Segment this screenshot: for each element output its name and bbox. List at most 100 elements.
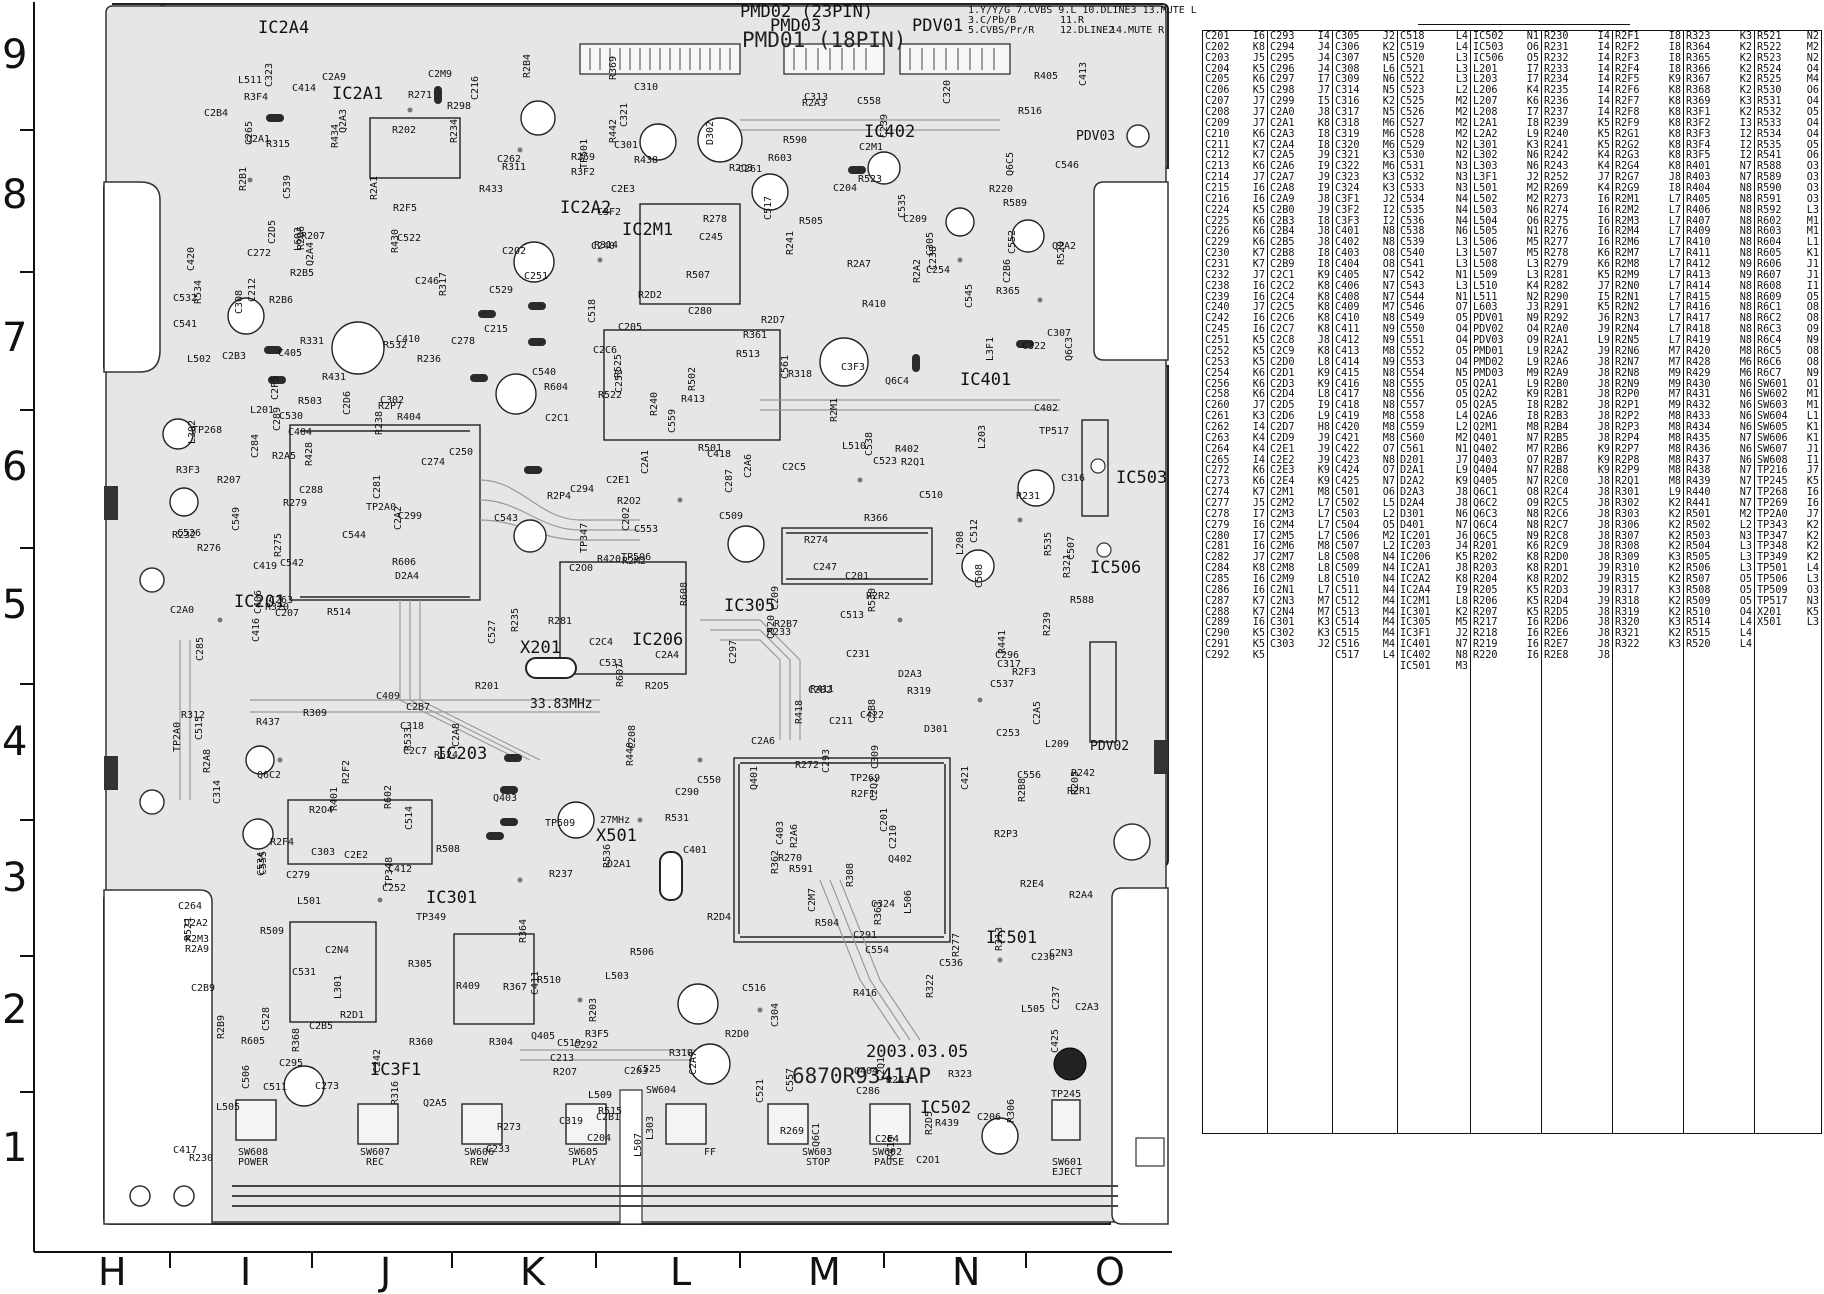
grid-location: K6 bbox=[1252, 226, 1265, 238]
component-ref: R429 bbox=[1686, 367, 1711, 379]
component-ref: R2G4 bbox=[1615, 161, 1640, 173]
grid-location: K1 bbox=[1806, 248, 1819, 260]
component-designator: C231 bbox=[846, 649, 871, 660]
grid-location: K5 bbox=[1252, 63, 1265, 75]
component-designator: C537 bbox=[990, 679, 1015, 690]
component-designator: C290 bbox=[675, 787, 700, 798]
component-ref: R410 bbox=[1686, 237, 1711, 249]
switch-ref: SW608 bbox=[238, 1147, 269, 1158]
grid-location: O8 bbox=[1382, 248, 1395, 260]
grid-location: K2 bbox=[1739, 41, 1752, 53]
component-ref: R2B0 bbox=[1544, 378, 1569, 390]
component-ref: C528 bbox=[1400, 128, 1425, 140]
grid-location: O5 bbox=[1455, 345, 1468, 357]
component-ref: C512 bbox=[1335, 595, 1360, 607]
component-ref: C303 bbox=[1270, 639, 1295, 651]
grid-location: L4 bbox=[1455, 31, 1468, 42]
column-label: L bbox=[670, 1250, 692, 1294]
component-designator: C523 bbox=[873, 456, 898, 467]
grid-location: O4 bbox=[1806, 63, 1819, 75]
component-ref: C532 bbox=[1400, 172, 1425, 184]
grid-location: I9 bbox=[1317, 161, 1330, 173]
component-ref: R2A1 bbox=[1544, 335, 1569, 347]
switch-ref: SW601 bbox=[1052, 1157, 1083, 1168]
grid-location: K4 bbox=[1597, 161, 1610, 173]
grid-location: M2 bbox=[1455, 117, 1468, 129]
component-designator: R2B1 bbox=[238, 166, 249, 191]
component-designator: C317 bbox=[997, 659, 1022, 670]
component-designator: R310 bbox=[669, 1048, 694, 1059]
grid-location: K6 bbox=[1252, 389, 1265, 401]
grid-location: K8 bbox=[1668, 139, 1681, 151]
ic-label: IC2A4 bbox=[258, 18, 310, 38]
component-ref: R602 bbox=[1757, 215, 1782, 227]
component-designator: R516 bbox=[1018, 106, 1043, 117]
component-ref: R290 bbox=[1544, 291, 1569, 303]
component-ref: C3F3 bbox=[1335, 215, 1360, 227]
grid-location: J8 bbox=[1597, 649, 1610, 661]
component-ref: C2M1 bbox=[1270, 487, 1295, 499]
grid-location: O5 bbox=[1455, 400, 1468, 412]
grid-location: N4 bbox=[1455, 215, 1468, 227]
component-designator: TP245 bbox=[1051, 1089, 1082, 1100]
grid-location: L3 bbox=[1455, 63, 1468, 75]
grid-location: K7 bbox=[1252, 606, 1265, 618]
grid-location: J2 bbox=[1382, 31, 1395, 42]
component-ref: R2M6 bbox=[1615, 237, 1640, 249]
component-ref: C414 bbox=[1335, 356, 1360, 368]
grid-location: K5 bbox=[1252, 639, 1265, 651]
component-designator: R2A3 bbox=[802, 98, 827, 109]
component-ref: R509 bbox=[1686, 595, 1711, 607]
grid-location: N7 bbox=[1739, 465, 1752, 477]
component-ref: R2F7 bbox=[1615, 96, 1640, 108]
column-label: M bbox=[808, 1250, 841, 1294]
component-ref: R523 bbox=[1757, 52, 1782, 64]
grid-location: M7 bbox=[1526, 443, 1539, 455]
component-ref: Q401 bbox=[1473, 432, 1498, 444]
component-ref: C260 bbox=[1205, 400, 1230, 412]
component-ref: C209 bbox=[1205, 117, 1230, 129]
pdv01-pin-legend: 1.Y/Y/G 7.CVBS 9.L 10.DLINE3 13.MUTE L bbox=[968, 5, 1197, 16]
component-designator: D301 bbox=[924, 724, 949, 735]
component-ref: R234 bbox=[1544, 74, 1569, 86]
component-ref: R2D0 bbox=[1544, 552, 1569, 564]
grid-location: N3 bbox=[1806, 595, 1819, 607]
component-ref: C516 bbox=[1335, 639, 1360, 651]
grid-location: I6 bbox=[1806, 487, 1819, 499]
component-ref: C521 bbox=[1400, 63, 1425, 75]
component-designator: C2A5 bbox=[1032, 700, 1043, 725]
grid-location: L3 bbox=[1806, 204, 1819, 216]
component-designator: C403 bbox=[775, 820, 786, 845]
component-ref: IC305 bbox=[1400, 617, 1431, 629]
component-designator: R502 bbox=[687, 366, 698, 391]
